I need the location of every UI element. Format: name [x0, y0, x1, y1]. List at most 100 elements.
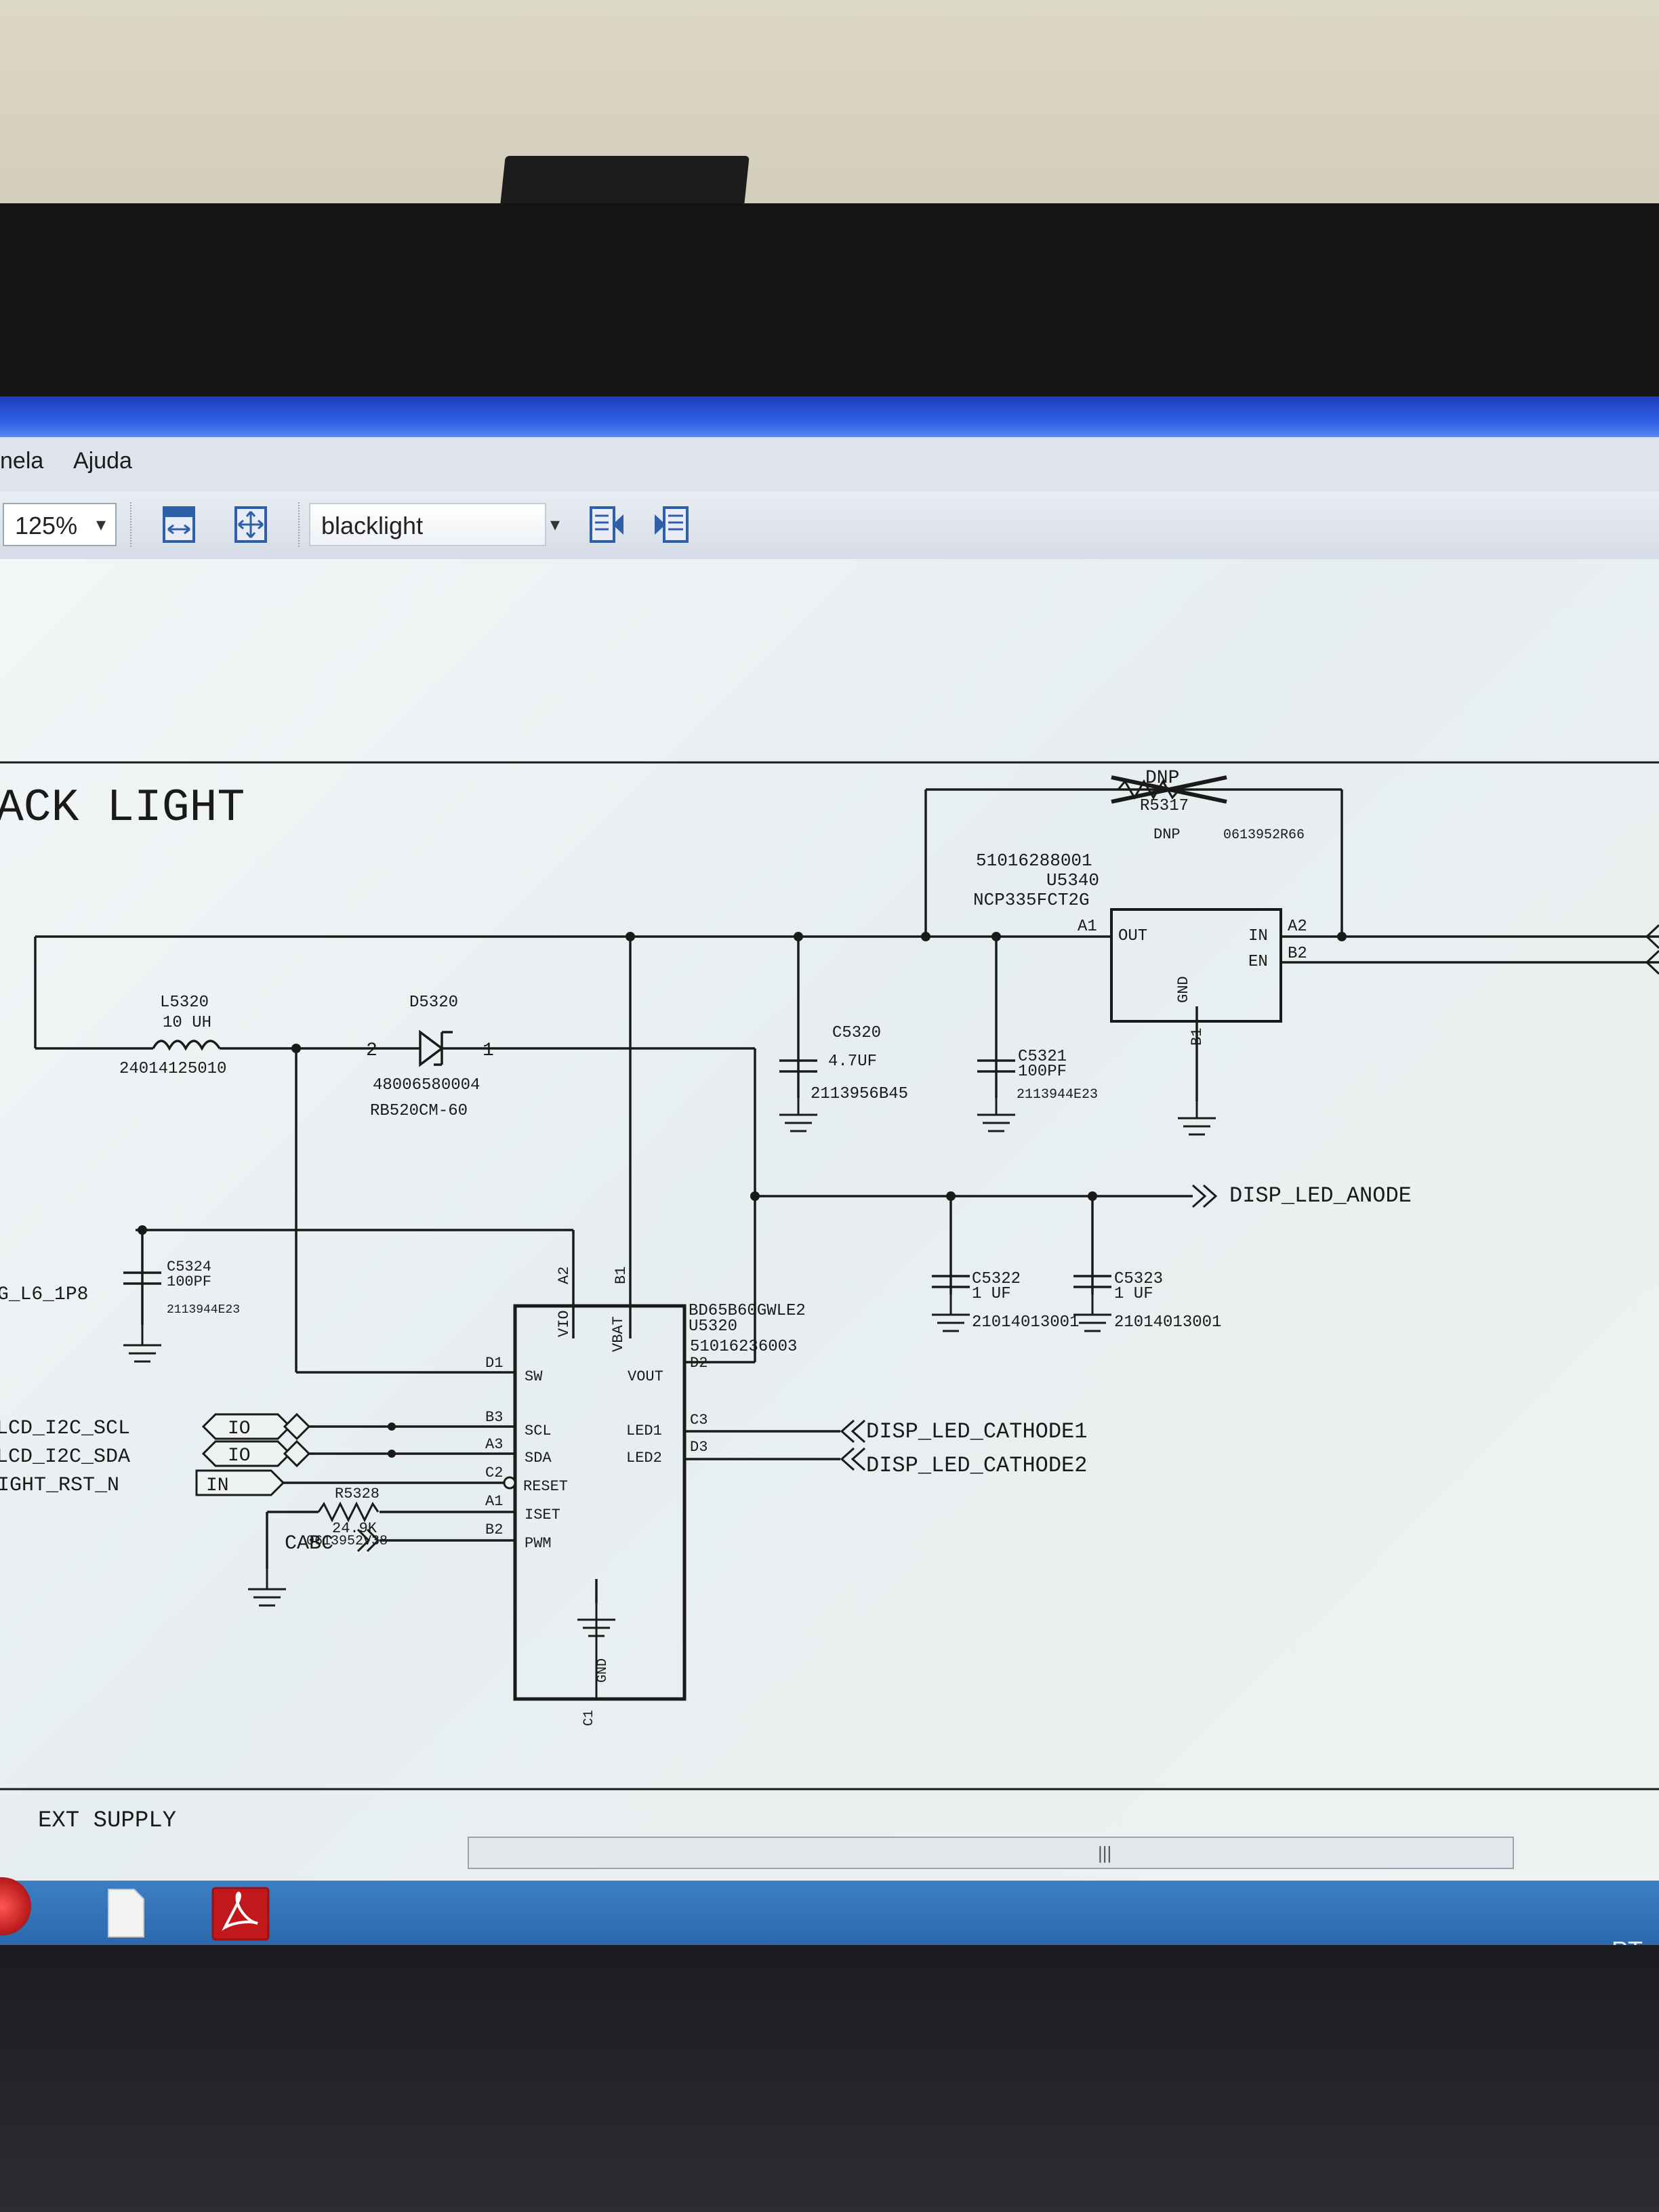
ic-pin-vout: VOUT — [628, 1368, 663, 1385]
c5323-ref: C5323 — [1114, 1270, 1163, 1288]
ic-pin-a1: A1 — [485, 1493, 503, 1510]
d5320-pin1: 1 — [483, 1040, 494, 1061]
find-next-icon[interactable] — [652, 505, 690, 544]
toolbar-separator — [298, 502, 302, 547]
resistor-r5328 — [317, 1501, 380, 1523]
zoom-dropdown-icon[interactable]: ▾ — [96, 514, 106, 535]
io-tag-scl: IO — [228, 1418, 251, 1439]
section-title: ACK LIGHT — [0, 782, 245, 834]
r5328-value: 24.9K — [332, 1520, 377, 1537]
c5321-value: 100PF — [1018, 1063, 1067, 1081]
u5340-ref: U5340 — [1046, 870, 1099, 890]
search-dropdown-icon[interactable]: ▾ — [550, 514, 560, 535]
c5322-part: 21014013001 — [972, 1313, 1079, 1332]
net-disp-led-cathode2: DISP_LED_CATHODE2 — [866, 1453, 1087, 1478]
pin-b1: B1 — [1189, 1028, 1206, 1046]
c5323-value: 1 UF — [1114, 1285, 1153, 1303]
dnp-mark: DNP — [1153, 826, 1181, 843]
ic-pin-c3: C3 — [690, 1412, 708, 1429]
document-page: ACK LIGHT DNP R5317 DNP 0613952R66 51016… — [0, 559, 1659, 1881]
find-previous-icon[interactable] — [588, 505, 626, 544]
scrollbar-grip-icon[interactable]: ||| — [1098, 1843, 1112, 1863]
d5320-ref: D5320 — [409, 994, 458, 1012]
c5320-ref: C5320 — [832, 1024, 881, 1042]
diode-d5320 — [407, 1029, 474, 1067]
capacitor-symbols — [123, 1059, 1111, 1288]
zoom-field[interactable]: 125% — [3, 503, 117, 546]
ic-pin-b3: B3 — [485, 1409, 503, 1426]
ic-pin-vbat: VBAT — [610, 1316, 627, 1352]
d5320-part: 48006580004 — [373, 1076, 480, 1094]
language-indicator[interactable]: PT — [1612, 1936, 1643, 1945]
ic-pin-b2: B2 — [485, 1521, 503, 1538]
ic-name: BD65B60GWLE2 — [689, 1302, 806, 1320]
port-tags — [195, 1412, 311, 1496]
screen: nela Ajuda 125% ▾ blacklight ▾ — [0, 396, 1659, 1945]
port-arrows — [356, 924, 1659, 1553]
c5320-part: 2113956B45 — [811, 1085, 908, 1103]
acrobat-reader-icon[interactable] — [210, 1884, 271, 1942]
menu-bar — [0, 437, 1659, 492]
ic-pin-b1: B1 — [613, 1267, 630, 1284]
c5324-value: 100PF — [167, 1273, 211, 1290]
c5323-part: 21014013001 — [1114, 1313, 1221, 1332]
l5320-value: 10 UH — [163, 1014, 211, 1032]
c5324-part: 2113944E23 — [167, 1303, 240, 1317]
net-left-rail: G_L6_1P8 — [0, 1284, 88, 1305]
menu-item-ajuda[interactable]: Ajuda — [73, 448, 132, 474]
ic-pin-reset: RESET — [523, 1478, 568, 1495]
taskbar — [0, 1881, 1659, 1945]
pin-in: IN — [1248, 927, 1268, 945]
l5320-part: 24014125010 — [119, 1060, 226, 1078]
pin-gnd: GND — [1175, 976, 1192, 1003]
ic-pin-pwm: PWM — [525, 1535, 552, 1552]
pin-b2: B2 — [1288, 945, 1307, 963]
resistor-r5317 — [1111, 775, 1227, 804]
ic-pin-vio: VIO — [556, 1310, 573, 1337]
net-lcd-i2c-scl: LCD_I2C_SCL — [0, 1417, 130, 1440]
regulator-u5340 — [1110, 908, 1282, 1023]
c5322-ref: C5322 — [972, 1270, 1021, 1288]
net-cabc: CABC — [285, 1532, 333, 1555]
inductor-l5320 — [152, 1040, 221, 1051]
ic-part: 51016236003 — [690, 1338, 797, 1356]
c5324-ref: C5324 — [167, 1258, 211, 1275]
r5328-part: 0613952V38 — [306, 1534, 388, 1549]
net-disp-led-anode: DISP_LED_ANODE — [1229, 1183, 1412, 1208]
ic-pin-led2: LED2 — [626, 1450, 662, 1467]
ic-pin-c1: C1 — [581, 1710, 597, 1726]
c5321-ref: C5321 — [1018, 1048, 1067, 1066]
monitor-bezel-bottom — [0, 1945, 1659, 2212]
window-titlebar — [0, 396, 1659, 437]
c5320-value: 4.7UF — [828, 1052, 877, 1071]
search-input[interactable]: blacklight — [309, 503, 546, 546]
menu-item-janela[interactable]: nela — [0, 448, 44, 474]
ic-pin-d1: D1 — [485, 1355, 503, 1372]
d5320-pin2: 2 — [366, 1040, 377, 1061]
l5320-ref: L5320 — [160, 994, 209, 1012]
net-lcd-i2c-sda: LCD_I2C_SDA — [0, 1446, 130, 1469]
dnp-label: DNP — [1145, 768, 1179, 789]
ic-pin-sda: SDA — [525, 1450, 552, 1467]
fit-width-icon[interactable] — [160, 505, 198, 544]
section-footer-partial: EXT SUPPLY — [38, 1808, 176, 1834]
wall-background — [0, 0, 1659, 217]
r5328-ref: R5328 — [335, 1486, 380, 1502]
ic-pin-iset: ISET — [525, 1507, 560, 1523]
schematic-drawing: ACK LIGHT DNP R5317 DNP 0613952R66 51016… — [0, 761, 1659, 1834]
u5340-part: 51016288001 — [976, 851, 1092, 871]
r5317-part: 0613952R66 — [1223, 827, 1305, 843]
net-rst: IGHT_RST_N — [0, 1474, 119, 1497]
ic-pin-c2: C2 — [485, 1465, 503, 1481]
ic-pin-sw: SW — [525, 1368, 543, 1385]
ic-pin-scl: SCL — [525, 1422, 552, 1439]
r5317-ref: R5317 — [1140, 797, 1189, 815]
ic-pin-gnd: GND — [595, 1658, 611, 1683]
file-explorer-icon[interactable] — [95, 1884, 156, 1942]
fit-page-icon[interactable] — [232, 505, 270, 544]
in-tag-rst: IN — [206, 1475, 229, 1496]
ic-pin-d2: D2 — [690, 1355, 708, 1372]
toolbar-separator — [130, 502, 134, 547]
horizontal-scrollbar[interactable] — [468, 1837, 1514, 1869]
pin-out: OUT — [1118, 927, 1147, 945]
